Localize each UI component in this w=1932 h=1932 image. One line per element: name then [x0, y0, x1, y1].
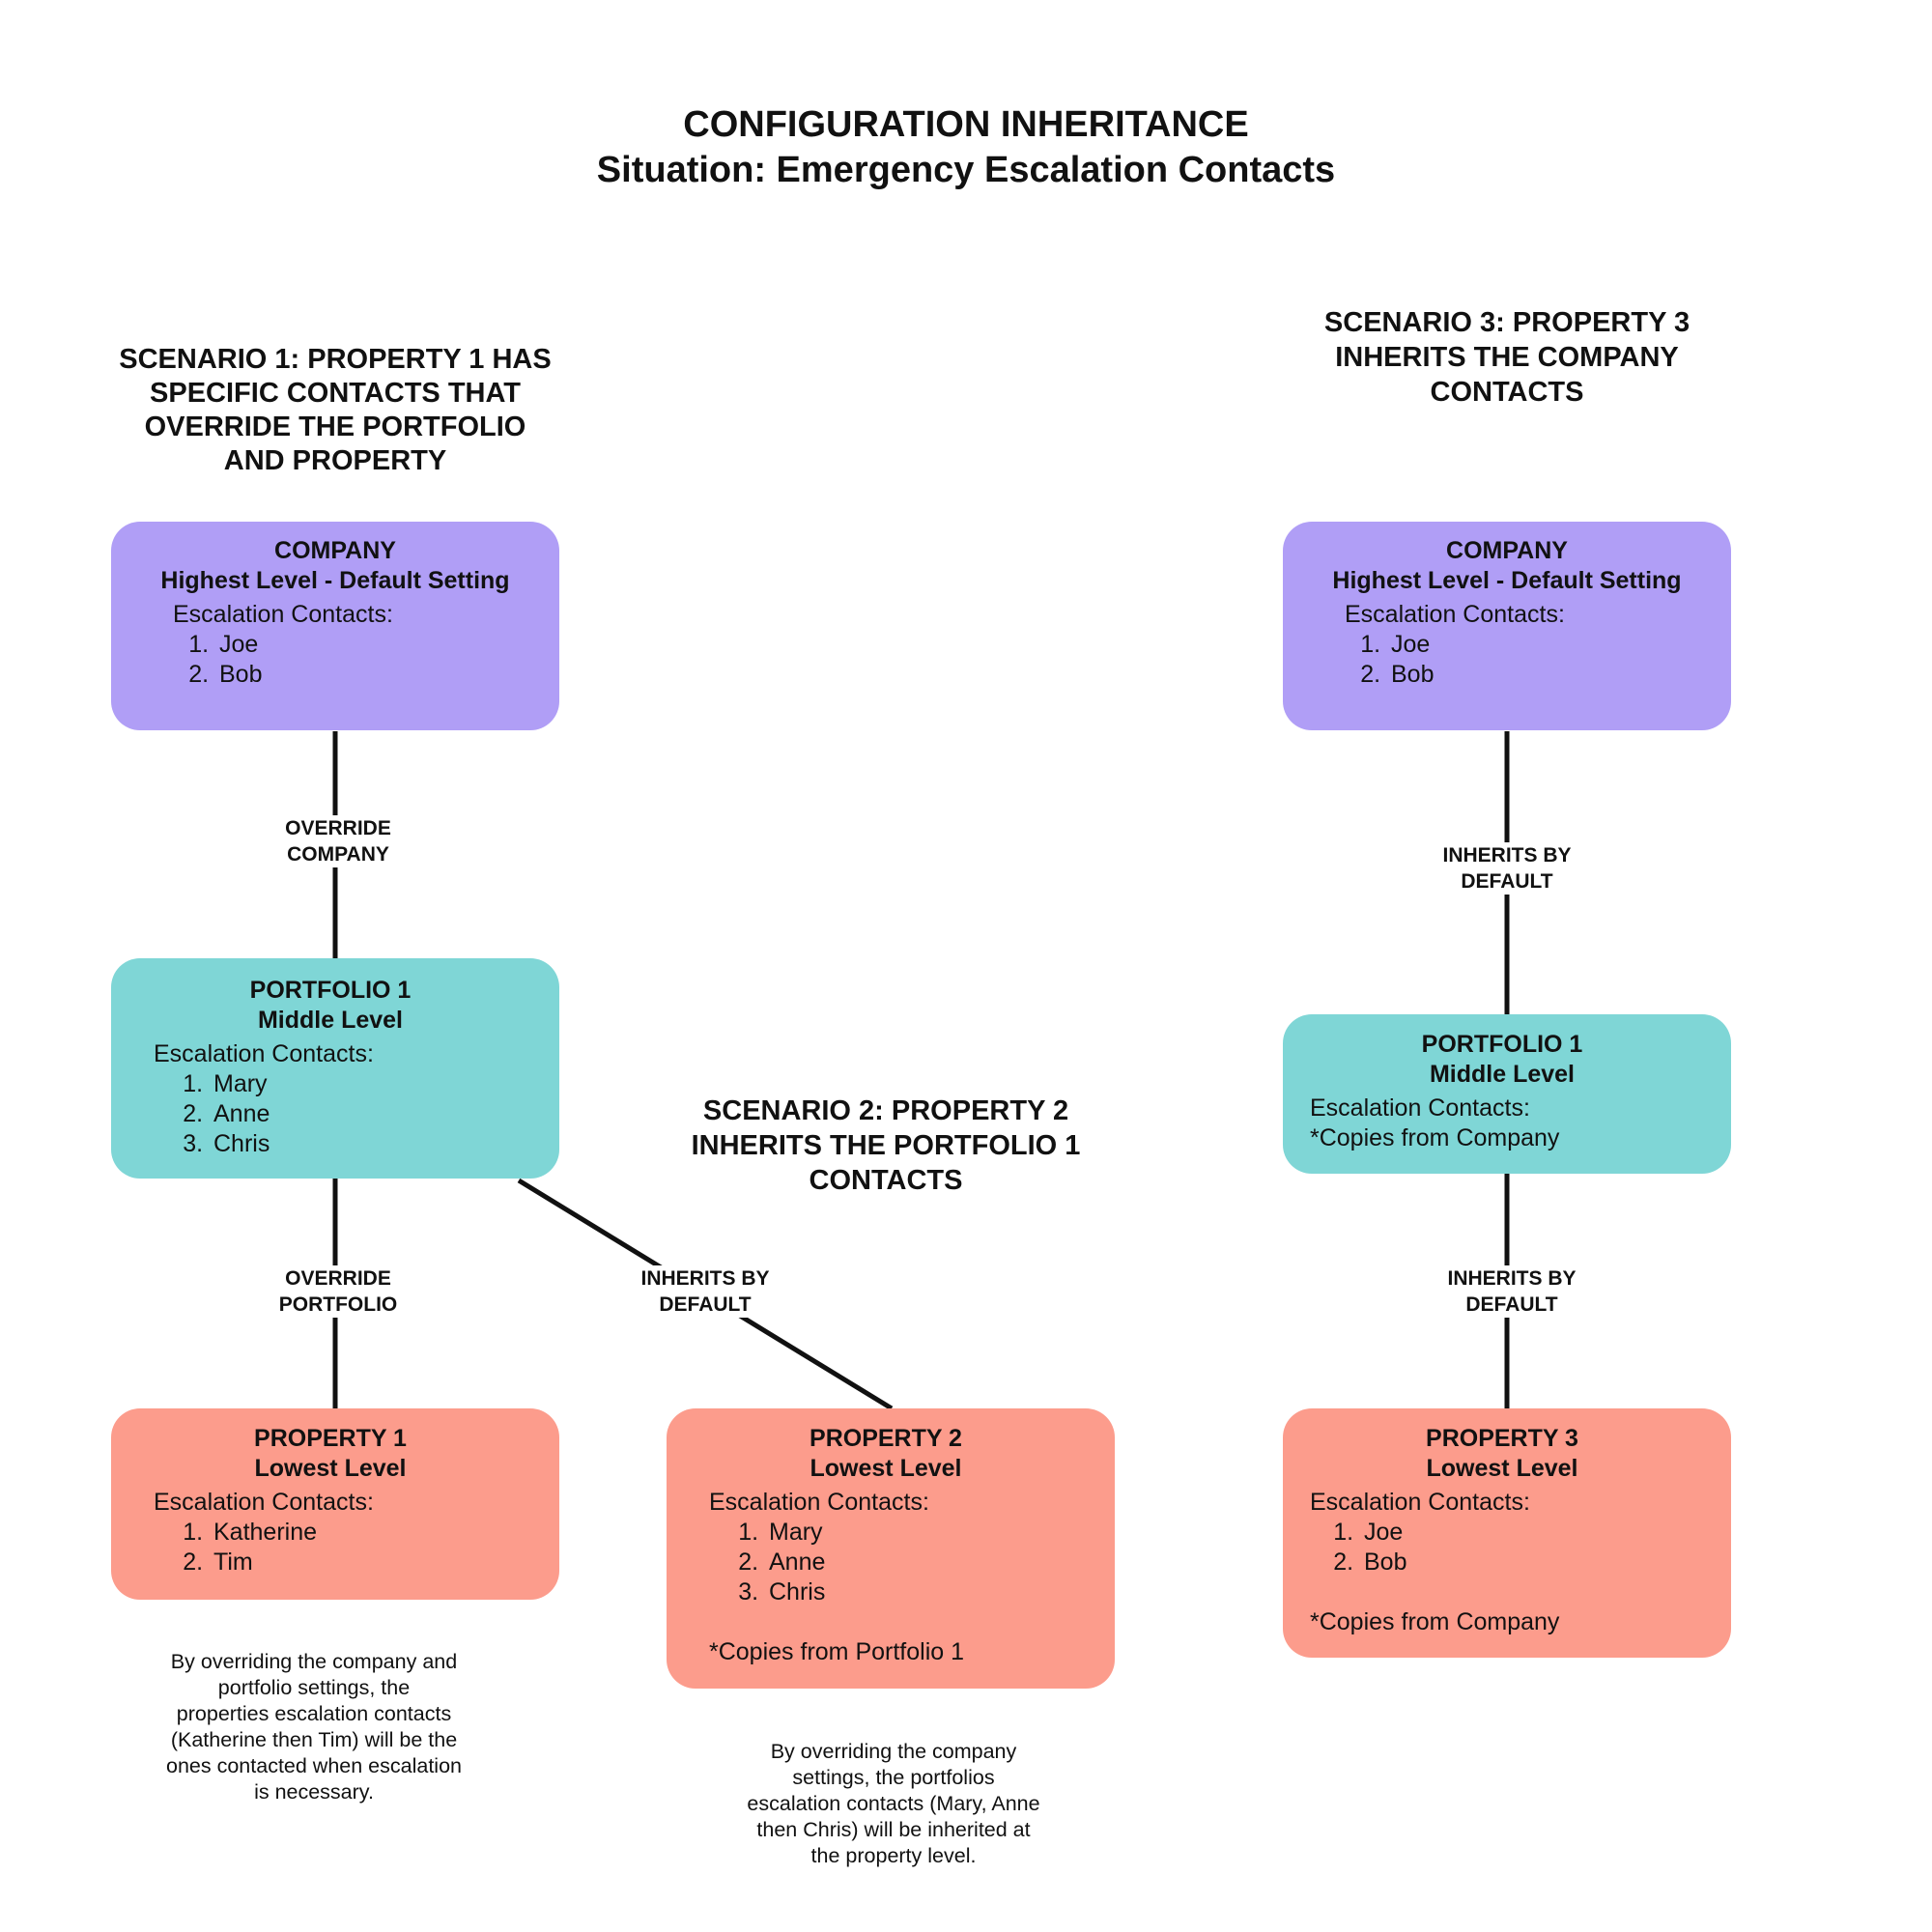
- s3-property-box: PROPERTY 3 Lowest Level Escalation Conta…: [1283, 1408, 1731, 1658]
- box-footnote: *Copies from Portfolio 1: [709, 1638, 965, 1665]
- contact-item: Bob: [1360, 1548, 1721, 1577]
- contact-item: Mary: [210, 1069, 550, 1099]
- scenario-3-heading: SCENARIO 3: PROPERTY 3 INHERITS THE COMP…: [1265, 305, 1748, 410]
- box-title: PROPERTY 1: [254, 1425, 407, 1452]
- contact-item: Joe: [1387, 630, 1721, 660]
- box-title: PORTFOLIO 1: [1421, 1031, 1583, 1058]
- s3-company-box: COMPANY Highest Level - Default Setting …: [1283, 522, 1731, 730]
- contact-item: Anne: [765, 1548, 1105, 1577]
- link-label-line: DEFAULT: [1465, 1293, 1558, 1316]
- heading-line: INHERITS THE PORTFOLIO 1: [691, 1130, 1081, 1161]
- contact-item: Mary: [765, 1518, 1105, 1548]
- box-title: PORTFOLIO 1: [249, 977, 412, 1004]
- box-title: COMPANY: [1446, 537, 1568, 564]
- s2-link-label-inherits: INHERITS BY DEFAULT: [618, 1265, 792, 1318]
- s1-property-box: PROPERTY 1 Lowest Level Escalation Conta…: [111, 1408, 559, 1600]
- contacts-list: Mary Anne Chris: [694, 1518, 1105, 1607]
- link-label-line: INHERITS BY: [1447, 1267, 1577, 1290]
- box-title: COMPANY: [274, 537, 396, 564]
- note-line: By overriding the company: [770, 1740, 1017, 1763]
- s1-portfolio-box: PORTFOLIO 1 Middle Level Escalation Cont…: [111, 958, 559, 1179]
- contacts-label: Escalation Contacts:: [1345, 601, 1565, 628]
- note-line: then Chris) will be inherited at: [756, 1818, 1031, 1841]
- contact-item: Anne: [210, 1099, 550, 1129]
- link-label-line: INHERITS BY: [640, 1267, 770, 1290]
- link-label-line: OVERRIDE: [285, 1267, 391, 1290]
- s2-explanation-note: By overriding the company settings, the …: [715, 1739, 1072, 1869]
- note-line: settings, the portfolios: [792, 1766, 995, 1789]
- note-line: (Katherine then Tim) will be the: [170, 1728, 458, 1751]
- contact-item: Tim: [210, 1548, 550, 1577]
- s3-link-label-inherits-company: INHERITS BY DEFAULT: [1415, 842, 1599, 895]
- note-line: portfolio settings, the: [217, 1676, 411, 1699]
- heading-line: OVERRIDE THE PORTFOLIO: [144, 412, 526, 442]
- box-level: Highest Level - Default Setting: [1332, 567, 1682, 594]
- note-line: escalation contacts (Mary, Anne: [747, 1792, 1040, 1815]
- contact-item: Katherine: [210, 1518, 550, 1548]
- box-level: Lowest Level: [1426, 1455, 1578, 1482]
- heading-line: SPECIFIC CONTACTS THAT: [150, 378, 521, 409]
- note-line: ones contacted when escalation: [166, 1754, 462, 1777]
- s3-portfolio-box: PORTFOLIO 1 Middle Level Escalation Cont…: [1283, 1014, 1731, 1174]
- link-label-line: DEFAULT: [1461, 870, 1553, 893]
- note-line: is necessary.: [254, 1780, 374, 1804]
- contacts-label: Escalation Contacts:: [154, 1489, 374, 1516]
- heading-line: INHERITS THE COMPANY: [1335, 342, 1679, 373]
- box-level: Middle Level: [257, 1007, 404, 1034]
- heading-line: SCENARIO 1: PROPERTY 1 HAS: [119, 344, 552, 375]
- contact-item: Joe: [1360, 1518, 1721, 1548]
- heading-line: SCENARIO 3: PROPERTY 3: [1323, 307, 1690, 338]
- s1-company-box: COMPANY Highest Level - Default Setting …: [111, 522, 559, 730]
- s3-link-label-inherits-portfolio: INHERITS BY DEFAULT: [1420, 1265, 1604, 1318]
- link-label-line: DEFAULT: [659, 1293, 752, 1316]
- contact-item: Joe: [215, 630, 550, 660]
- contact-item: Bob: [1387, 660, 1721, 690]
- link-label-line: PORTFOLIO: [278, 1293, 398, 1316]
- scenario-2-heading: SCENARIO 2: PROPERTY 2 INHERITS THE PORT…: [644, 1094, 1127, 1198]
- heading-line: CONTACTS: [1430, 377, 1584, 408]
- contact-item: Bob: [215, 660, 550, 690]
- contacts-list: Mary Anne Chris: [138, 1069, 550, 1159]
- box-footnote: *Copies from Company: [1310, 1608, 1560, 1635]
- contacts-label: Escalation Contacts:: [154, 1040, 374, 1067]
- contacts-list: Katherine Tim: [138, 1518, 550, 1577]
- note-line: By overriding the company and: [170, 1650, 458, 1673]
- contact-item: Chris: [765, 1577, 1105, 1607]
- link-label-line: OVERRIDE: [285, 817, 391, 839]
- diagram-title: CONFIGURATION INHERITANCE Situation: Eme…: [0, 102, 1932, 193]
- box-level: Lowest Level: [254, 1455, 407, 1482]
- link-label-line: INHERITS BY: [1442, 844, 1572, 867]
- contacts-label: Escalation Contacts:: [1310, 1489, 1530, 1516]
- scenario-1-heading: SCENARIO 1: PROPERTY 1 HAS SPECIFIC CONT…: [94, 343, 577, 478]
- copies-note: *Copies from Company: [1310, 1124, 1560, 1151]
- box-level: Highest Level - Default Setting: [160, 567, 510, 594]
- box-level: Lowest Level: [810, 1455, 962, 1482]
- heading-line: CONTACTS: [809, 1165, 963, 1196]
- s2-property-box: PROPERTY 2 Lowest Level Escalation Conta…: [667, 1408, 1115, 1689]
- s1-link-label-override-company: OVERRIDE COMPANY: [261, 815, 415, 867]
- heading-line: SCENARIO 2: PROPERTY 2: [702, 1095, 1069, 1126]
- contacts-list: Joe Bob: [157, 630, 550, 690]
- contact-item: Chris: [210, 1129, 550, 1159]
- contacts-label: Escalation Contacts:: [1310, 1094, 1530, 1122]
- contacts-label: Escalation Contacts:: [709, 1489, 929, 1516]
- s1-link-label-override-portfolio: OVERRIDE PORTFOLIO: [256, 1265, 420, 1318]
- box-title: PROPERTY 2: [810, 1425, 962, 1452]
- note-line: the property level.: [810, 1844, 977, 1867]
- note-line: properties escalation contacts: [176, 1702, 452, 1725]
- subtitle-line: Situation: Emergency Escalation Contacts: [596, 150, 1336, 190]
- contacts-list: Joe Bob: [1310, 1518, 1721, 1577]
- s1-explanation-note: By overriding the company and portfolio …: [135, 1649, 493, 1805]
- heading-line: AND PROPERTY: [223, 445, 447, 476]
- contacts-label: Escalation Contacts:: [173, 601, 393, 628]
- contacts-list: Joe Bob: [1329, 630, 1721, 690]
- box-level: Middle Level: [1429, 1061, 1576, 1088]
- title-line: CONFIGURATION INHERITANCE: [683, 104, 1249, 145]
- box-title: PROPERTY 3: [1426, 1425, 1578, 1452]
- link-label-line: COMPANY: [287, 843, 389, 866]
